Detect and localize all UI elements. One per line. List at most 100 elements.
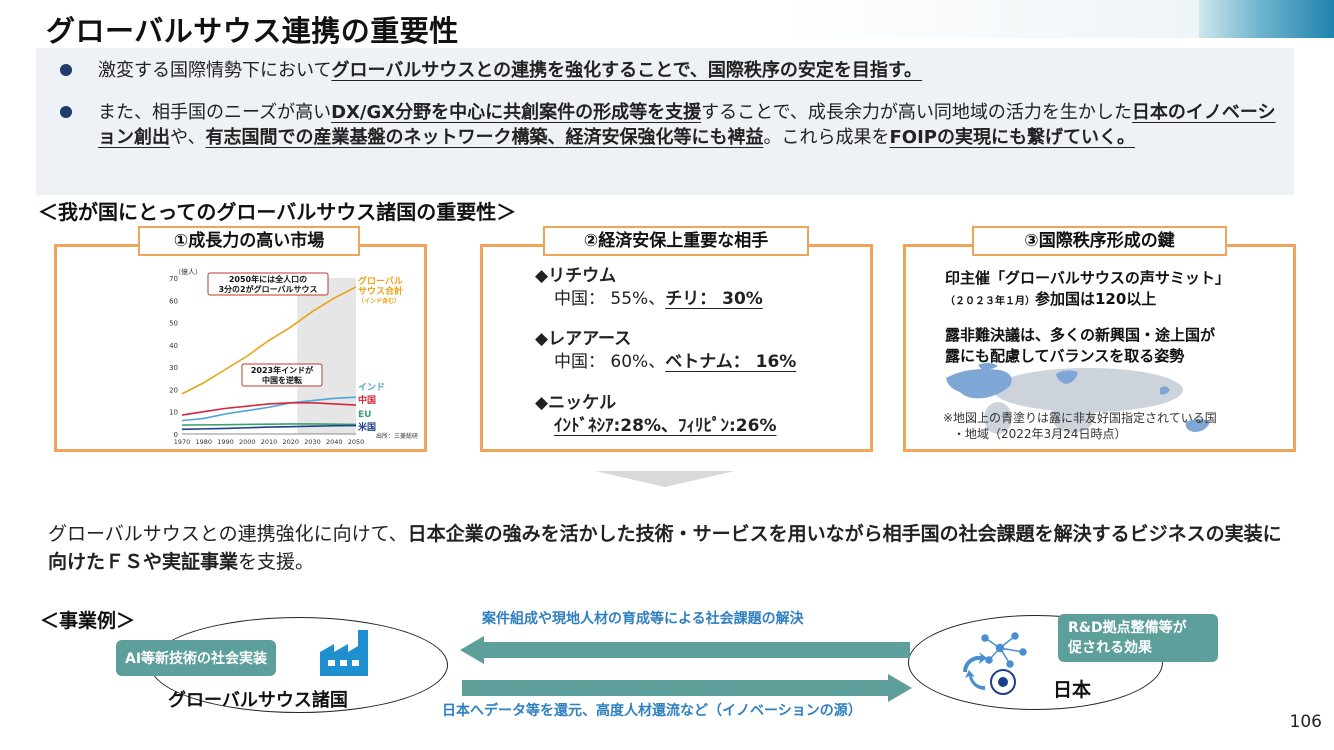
mineral-name: ◆リチウム bbox=[535, 266, 617, 286]
map-note-line-2: ・地域（2022年3月24日時点） bbox=[953, 427, 1127, 441]
summit-text: 印主催「グローバルサウスの声サミット」 bbox=[945, 269, 1230, 287]
series-label: インド bbox=[358, 382, 385, 393]
x-tick-label: 1990 bbox=[217, 438, 234, 446]
chart-source: 出所：三菱総研 bbox=[376, 432, 418, 440]
right-arrow-icon bbox=[462, 674, 912, 702]
japan-ellipse bbox=[908, 615, 1163, 710]
mineral-name: ◆レアアース bbox=[535, 329, 632, 349]
bullet-dot-icon bbox=[60, 64, 72, 76]
bullet-1-text: 激変する国際情勢下において bbox=[98, 60, 332, 81]
series-line bbox=[181, 396, 357, 422]
series-label: 米国 bbox=[357, 421, 376, 433]
network-cycle-icon bbox=[962, 632, 1027, 695]
mineral-share: 中国： 55%、 bbox=[554, 289, 666, 309]
page-number: 106 bbox=[1289, 712, 1322, 732]
card-growth-market bbox=[54, 244, 427, 452]
y-tick-label: 60 bbox=[169, 297, 178, 305]
bullet-2-emphasis-1: DX/GX分野を中心に共創案件の形成等を支援 bbox=[331, 102, 702, 123]
arrow-top-caption: 案件組成や現地人材の育成等による社会課題の解決 bbox=[482, 611, 804, 627]
x-tick-label: 2000 bbox=[239, 438, 256, 446]
mineral-rare-earth: ◆レアアース 中国： 60%、ベトナム： 16% bbox=[535, 328, 796, 374]
global-south-label: グローバルサウス諸国 bbox=[168, 690, 348, 711]
annotation-line: 2023年インドが bbox=[251, 365, 314, 375]
y-tick-label: 30 bbox=[169, 364, 178, 372]
bullet-2-emphasis-2: 日本のイノベーション創出 bbox=[98, 102, 1276, 148]
annotation-box bbox=[207, 272, 329, 296]
support-text-post: を支援。 bbox=[238, 551, 315, 573]
left-arrow-icon bbox=[460, 636, 910, 664]
x-tick-label: 2020 bbox=[282, 438, 299, 446]
bullet-2-text-3: や、 bbox=[170, 127, 206, 148]
x-tick-label: 1980 bbox=[195, 438, 212, 446]
support-statement: グローバルサウスとの連携強化に向けて、日本企業の強みを活かした技術・サービスを用… bbox=[48, 520, 1298, 576]
bullet-2-emphasis-3: 有志国間での産業基盤のネットワーク構築、経済安保強化等にも裨益 bbox=[205, 127, 764, 148]
bullet-2-text-1: また、相手国のニーズが高い bbox=[98, 102, 332, 123]
series-label: EU bbox=[358, 410, 371, 420]
series-line bbox=[181, 286, 357, 395]
bullet-dot-icon bbox=[60, 106, 72, 118]
mineral-share-emphasis: チリ： 30% bbox=[665, 289, 763, 309]
x-tick-label: 1970 bbox=[174, 438, 191, 446]
y-tick-label: 20 bbox=[169, 386, 178, 394]
summary-bullet-2: また、相手国のニーズが高いDX/GX分野を中心に共創案件の形成等を支援することで… bbox=[60, 100, 1285, 150]
mineral-share-emphasis: ベトナム： 16% bbox=[665, 352, 797, 372]
rd-effect-tag: R&D拠点整備等が 促される効果 bbox=[1058, 614, 1218, 662]
section-heading: ＜我が国にとってのグローバルサウス諸国の重要性＞ bbox=[38, 200, 517, 224]
bullet-1-emphasis: グローバルサウスとの連携を強化することで、国際秩序の安定を目指す。 bbox=[331, 60, 923, 81]
world-map-image bbox=[946, 362, 1210, 434]
y-tick-label: 0 bbox=[174, 431, 178, 439]
bullet-2-text-4: 。これら成果を bbox=[763, 127, 890, 148]
series-line bbox=[181, 424, 357, 431]
card-1-title: ①成長力の高い市場 bbox=[138, 226, 360, 256]
down-arrow-icon bbox=[595, 471, 735, 487]
series-line bbox=[181, 423, 357, 426]
rd-effect-line-1: R&D拠点整備等が bbox=[1068, 620, 1187, 636]
card-2-title: ②経済安保上重要な相手 bbox=[543, 226, 809, 256]
y-tick-label: 40 bbox=[169, 342, 178, 350]
cases-heading: ＜事業例＞ bbox=[40, 610, 136, 632]
annotation-line: 2050年には全人口の bbox=[229, 274, 307, 284]
resolution-text-2: 露にも配慮してバランスを取る姿勢 bbox=[945, 347, 1185, 365]
page-title: グローバルサウス連携の重要性 bbox=[46, 14, 459, 48]
arrow-bottom-caption: 日本へデータ等を還元、高度人材還流など（イノベーションの源） bbox=[442, 703, 862, 719]
ai-implementation-tag: AI等新技術の社会実装 bbox=[116, 640, 277, 676]
mineral-lithium: ◆リチウム 中国： 55%、チリ： 30% bbox=[535, 265, 763, 311]
summary-bullet-1: 激変する国際情勢下においてグローバルサウスとの連携を強化することで、国際秩序の安… bbox=[60, 58, 1280, 83]
x-tick-label: 2010 bbox=[261, 438, 278, 446]
y-tick-label: 10 bbox=[169, 409, 178, 417]
mineral-share-emphasis: ｲﾝﾄﾞﾈｼｱ:28%、ﾌｨﾘﾋﾟﾝ:26% bbox=[554, 416, 777, 436]
japan-label: 日本 bbox=[1053, 679, 1092, 701]
summit-count: （２０２３年１月）参加国は120以上 bbox=[945, 289, 1156, 312]
bullet-2-emphasis-4: FOIPの実現にも繋げていく。 bbox=[889, 127, 1135, 148]
map-note-line-1: ※地図上の青塗りは露に非友好国指定されている国 bbox=[943, 411, 1217, 425]
support-text-emphasis: 日本企業の強みを活かした技術・サービスを用いながら相手国の社会課題を解決するビジ… bbox=[48, 523, 1282, 573]
rd-effect-line-2: 促される効果 bbox=[1068, 640, 1152, 656]
bullet-2-text-2: することで、成長余力が高い同地域の活力を生かした bbox=[701, 102, 1132, 123]
map-note: ※地図上の青塗りは露に非友好国指定されている国 ・地域（2022年3月24日時点… bbox=[943, 410, 1217, 442]
title-bar-accent bbox=[1199, 0, 1334, 38]
mineral-nickel: ◆ニッケル ｲﾝﾄﾞﾈｼｱ:28%、ﾌｨﾘﾋﾟﾝ:26% bbox=[535, 392, 776, 438]
series-line bbox=[181, 402, 357, 416]
series-label: 中国 bbox=[358, 394, 376, 406]
summit-participants: 参加国は120以上 bbox=[1035, 290, 1157, 308]
support-text-pre: グローバルサウスとの連携強化に向けて、 bbox=[48, 523, 408, 545]
forecast-shade bbox=[297, 278, 356, 434]
y-tick-label: 70 bbox=[169, 275, 178, 283]
y-tick-label: 50 bbox=[169, 320, 178, 328]
factory-icon bbox=[320, 630, 368, 676]
annotation-line: 3分の2がグローバルサウス bbox=[218, 284, 317, 294]
series-label: グローバルサウス合計（インド含む） bbox=[358, 275, 403, 305]
x-tick-label: 2040 bbox=[326, 438, 343, 446]
title-bar-fade bbox=[779, 0, 1199, 38]
summary-box bbox=[36, 48, 1294, 195]
resolution-text-1: 露非難決議は、多くの新興国・途上国が bbox=[945, 326, 1216, 344]
annotation-line: 中国を逆転 bbox=[262, 375, 302, 385]
mineral-share: 中国： 60%、 bbox=[554, 352, 666, 372]
x-tick-label: 2030 bbox=[304, 438, 321, 446]
card-3-title: ③国際秩序形成の鍵 bbox=[972, 226, 1227, 256]
y-unit-label: （億人） bbox=[174, 267, 202, 276]
annotation-box bbox=[241, 363, 323, 387]
summit-date: （２０２３年１月） bbox=[945, 296, 1035, 307]
x-tick-label: 2050 bbox=[348, 438, 365, 446]
